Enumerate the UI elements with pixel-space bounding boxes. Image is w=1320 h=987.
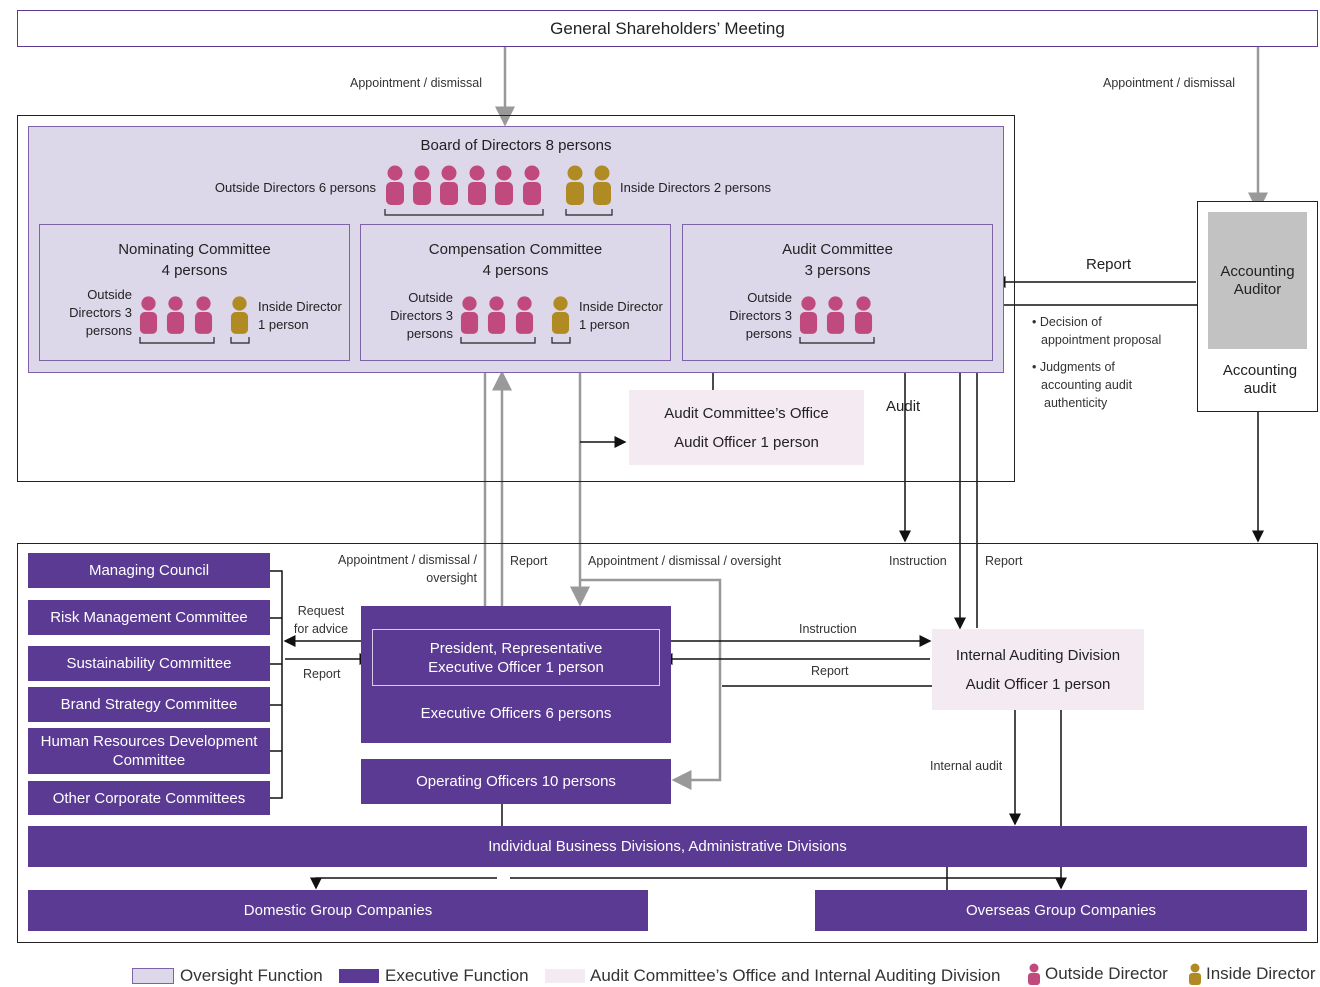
governance-frame bbox=[17, 115, 1015, 482]
internal-auditing-title: Internal Auditing Division bbox=[955, 646, 1121, 664]
internal-auditing-officer: Audit Officer 1 person bbox=[965, 675, 1111, 693]
board-outside-label: Outside Directors 6 persons bbox=[214, 180, 376, 195]
appointment-label-left: Appointment / dismissal bbox=[350, 76, 483, 90]
legend-oversight-swatch bbox=[132, 968, 174, 984]
legend-office-swatch bbox=[545, 969, 585, 983]
report-label-aa: Report bbox=[1086, 256, 1132, 273]
audit-label: Audit bbox=[886, 398, 921, 415]
nominating-title: Nominating Committee bbox=[118, 241, 271, 258]
audit-committees-office: Audit Committee’s Office Audit Officer 1… bbox=[629, 390, 864, 465]
compensation-title: Compensation Committee bbox=[428, 241, 603, 258]
legend-oversight: Oversight Function bbox=[132, 966, 323, 986]
internal-audit-label: Internal audit bbox=[930, 759, 1003, 773]
compensation-icons bbox=[460, 296, 571, 344]
report-label-1: Report bbox=[510, 554, 548, 568]
nominating-count: 4 persons bbox=[161, 262, 228, 279]
board-inside-label: Inside Directors 2 persons bbox=[620, 180, 772, 195]
appoint-oversight-label: Appointment / dismissal /oversight bbox=[338, 553, 477, 585]
report-label-top: Report bbox=[985, 554, 1023, 568]
audit-committee-icons bbox=[799, 296, 875, 344]
bullet-decision: • Decision of appointment proposal bbox=[1032, 315, 1162, 347]
appoint-oversight-label-2: Appointment / dismissal / oversight bbox=[588, 554, 782, 568]
legend-executive-swatch bbox=[339, 969, 379, 983]
business-divisions: Individual Business Divisions, Administr… bbox=[28, 826, 1307, 867]
audit-committee bbox=[682, 224, 993, 361]
instruction-label-top: Instruction bbox=[889, 554, 947, 568]
audit-committee-count: 3 persons bbox=[804, 262, 871, 279]
committee-brand-strategy: Brand Strategy Committee bbox=[28, 687, 270, 722]
board-directors-icons bbox=[384, 165, 613, 216]
appointment-label-right: Appointment / dismissal bbox=[1103, 76, 1236, 90]
execution-frame bbox=[17, 543, 1318, 943]
legend-executive: Executive Function bbox=[339, 966, 529, 986]
committee-other-corporate: Other Corporate Committees bbox=[28, 781, 270, 815]
general-shareholders-meeting: General Shareholders’ Meeting bbox=[17, 10, 1318, 47]
legend-outside-director: Outside Director bbox=[1027, 963, 1168, 985]
report-label-left: Report bbox=[303, 667, 341, 681]
committee-managing-council: Managing Council bbox=[28, 553, 270, 588]
outside-director-icons bbox=[386, 165, 541, 205]
gsm-label: General Shareholders’ Meeting bbox=[550, 18, 785, 38]
compensation-count: 4 persons bbox=[482, 262, 549, 279]
nominating-icons bbox=[139, 296, 250, 344]
nominating-committee bbox=[39, 224, 350, 361]
legend-office: Audit Committee’s Office and Internal Au… bbox=[545, 966, 1000, 986]
audit-committee-title: Audit Committee bbox=[782, 241, 893, 258]
inside-director-icons bbox=[566, 165, 611, 205]
committee-sustainability: Sustainability Committee bbox=[28, 646, 270, 681]
legend-inside-director: Inside Director bbox=[1188, 963, 1316, 985]
overseas-group-companies: Overseas Group Companies bbox=[815, 890, 1307, 931]
committee-risk-management: Risk Management Committee bbox=[28, 600, 270, 635]
outside-director-icon bbox=[1028, 963, 1040, 985]
inside-director-icon bbox=[1189, 963, 1201, 985]
compensation-committee bbox=[360, 224, 671, 361]
report-label-mid: Report bbox=[811, 664, 849, 678]
operating-officers: Operating Officers 10 persons bbox=[361, 759, 671, 804]
audit-office-officer: Audit Officer 1 person bbox=[674, 433, 819, 451]
bullet-judgments: • Judgments of accounting audit authenti… bbox=[1032, 360, 1133, 410]
instruction-label-mid: Instruction bbox=[799, 622, 857, 636]
internal-auditing-division: Internal Auditing Division Audit Officer… bbox=[932, 629, 1144, 710]
executive-officers-label: Executive Officers 6 persons bbox=[420, 705, 612, 722]
audit-office-title: Audit Committee’s Office bbox=[664, 404, 829, 422]
board-title: Board of Directors 8 persons bbox=[420, 137, 612, 154]
domestic-group-companies: Domestic Group Companies bbox=[28, 890, 648, 931]
committee-human-resources: Human Resources Development Committee bbox=[28, 728, 270, 774]
